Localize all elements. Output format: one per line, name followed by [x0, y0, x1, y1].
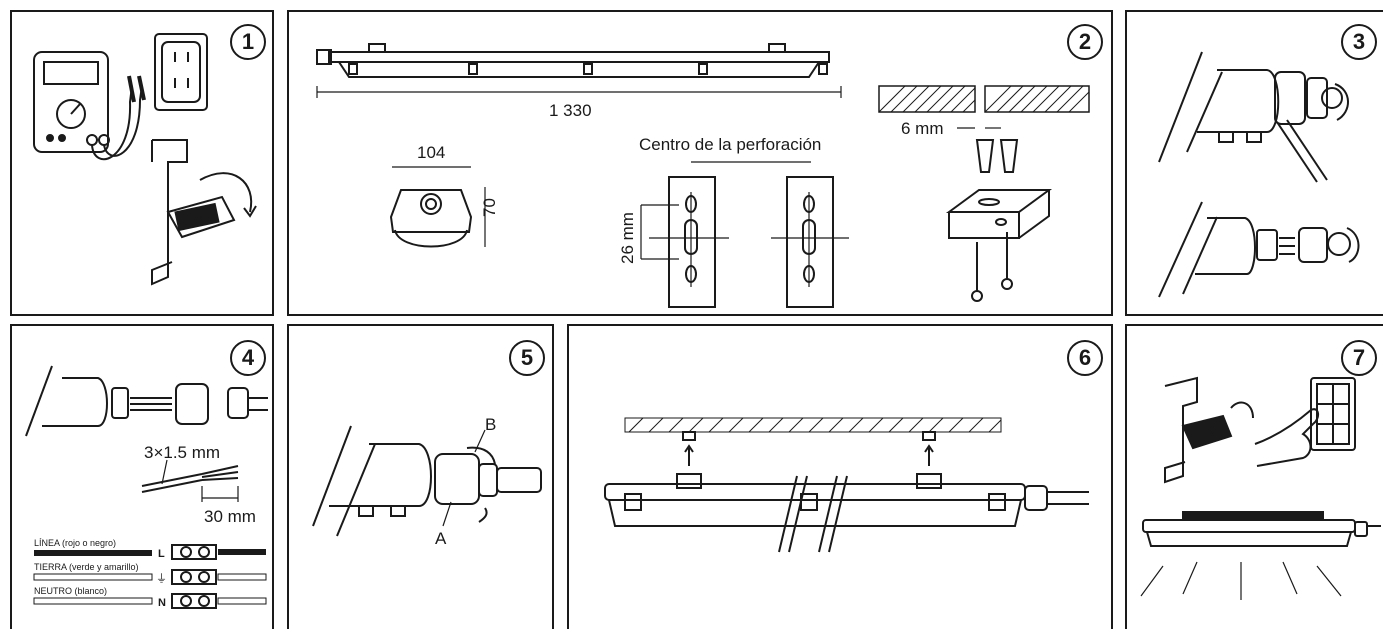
- width-dimension: 104: [417, 143, 445, 162]
- ceiling-clip-icon: [682, 431, 936, 466]
- luminaire-cross-section: [389, 189, 473, 248]
- step2-illustration: 1 330 104 70 Centro de la perforación: [316, 43, 1090, 308]
- gap-dimension: 6 mm: [901, 119, 944, 138]
- label-a-text: A: [435, 529, 447, 548]
- switch-off-label: OFF: [184, 214, 206, 229]
- mounting-bracket-left: [649, 176, 729, 308]
- step-number-1: 1: [230, 24, 266, 60]
- gland-unscrew-bottom: [1158, 201, 1360, 298]
- earth-symbol: ⏚: [156, 572, 167, 585]
- bracket-3d-icon: [945, 189, 1053, 302]
- step5-illustration: A B A: [312, 415, 542, 548]
- label-b-text: B: [485, 415, 496, 434]
- neutral-wire: [33, 597, 153, 605]
- wall-switch-icon: [1310, 377, 1356, 451]
- step4-illustration: 3×1.5 mm 30 mm LÍNEA (rojo o negro) L TI…: [25, 365, 268, 609]
- step1-illustration: OFF: [33, 33, 257, 286]
- luminaire-lit-icon: [1142, 511, 1381, 547]
- luminaire-side-view: [316, 43, 830, 78]
- luminaire-end-exploded: [25, 365, 268, 437]
- panel-step-6: 6: [567, 324, 1113, 629]
- line-wire-label: LÍNEA (rojo o negro): [34, 538, 116, 548]
- gland-tighten-icon: [312, 425, 542, 537]
- ceiling-hatch: [624, 417, 1002, 433]
- step-number-3: 3: [1341, 24, 1377, 60]
- hole-spacing-dimension: 26 mm: [618, 212, 637, 264]
- breaker-switch-on-icon: [1164, 376, 1254, 484]
- panel-step-3: 3: [1125, 10, 1383, 316]
- line-letter: L: [158, 548, 165, 560]
- panel-step-1: 1: [10, 10, 274, 316]
- wall-outlet-icon: [154, 33, 208, 111]
- strip-length-label: 30 mm: [204, 507, 256, 526]
- multimeter-icon: [33, 51, 146, 161]
- earth-wire-label: TIERRA (verde y amarillo): [34, 562, 139, 572]
- cable-spec-label: 3×1.5 mm: [144, 443, 220, 462]
- step-number-5: 5: [509, 340, 545, 376]
- height-dimension: 70: [480, 198, 499, 217]
- light-rays: [1140, 561, 1342, 600]
- hand-icon: [1254, 408, 1319, 467]
- panel-step-7: 7 ON: [1125, 324, 1383, 629]
- mounting-bracket-right: [771, 176, 849, 308]
- drill-center-label: Centro de la perforación: [639, 135, 821, 154]
- length-dimension: 1 330: [549, 101, 592, 120]
- panel-step-4: 4 3×1.5 mm 30 mm LÍNEA (rojo o negro) L: [10, 324, 274, 629]
- neutral-letter: N: [158, 597, 166, 609]
- step-number-7: 7: [1341, 340, 1377, 376]
- step-number-4: 4: [230, 340, 266, 376]
- terminal-block-icon: [171, 544, 217, 609]
- step7-illustration: ON: [1140, 376, 1381, 600]
- step-number-2: 2: [1067, 24, 1103, 60]
- neutral-wire-label: NEUTRO (blanco): [34, 586, 107, 596]
- step6-illustration: [604, 417, 1089, 553]
- gland-unscrew-top: [1158, 51, 1349, 183]
- cable-stripped-icon: [141, 459, 239, 493]
- step-number-6: 6: [1067, 340, 1103, 376]
- panel-step-5: 5 A B A: [287, 324, 554, 629]
- wall-plug-icon: [975, 139, 1019, 173]
- line-wire: [34, 550, 152, 556]
- earth-wire: [33, 573, 153, 581]
- panel-step-2: 2 1 330 104 70 Centro de la perforación: [287, 10, 1113, 316]
- luminaire-mount-icon: [604, 473, 1089, 553]
- step3-illustration: [1158, 51, 1360, 298]
- breaker-switch-icon: [151, 139, 257, 286]
